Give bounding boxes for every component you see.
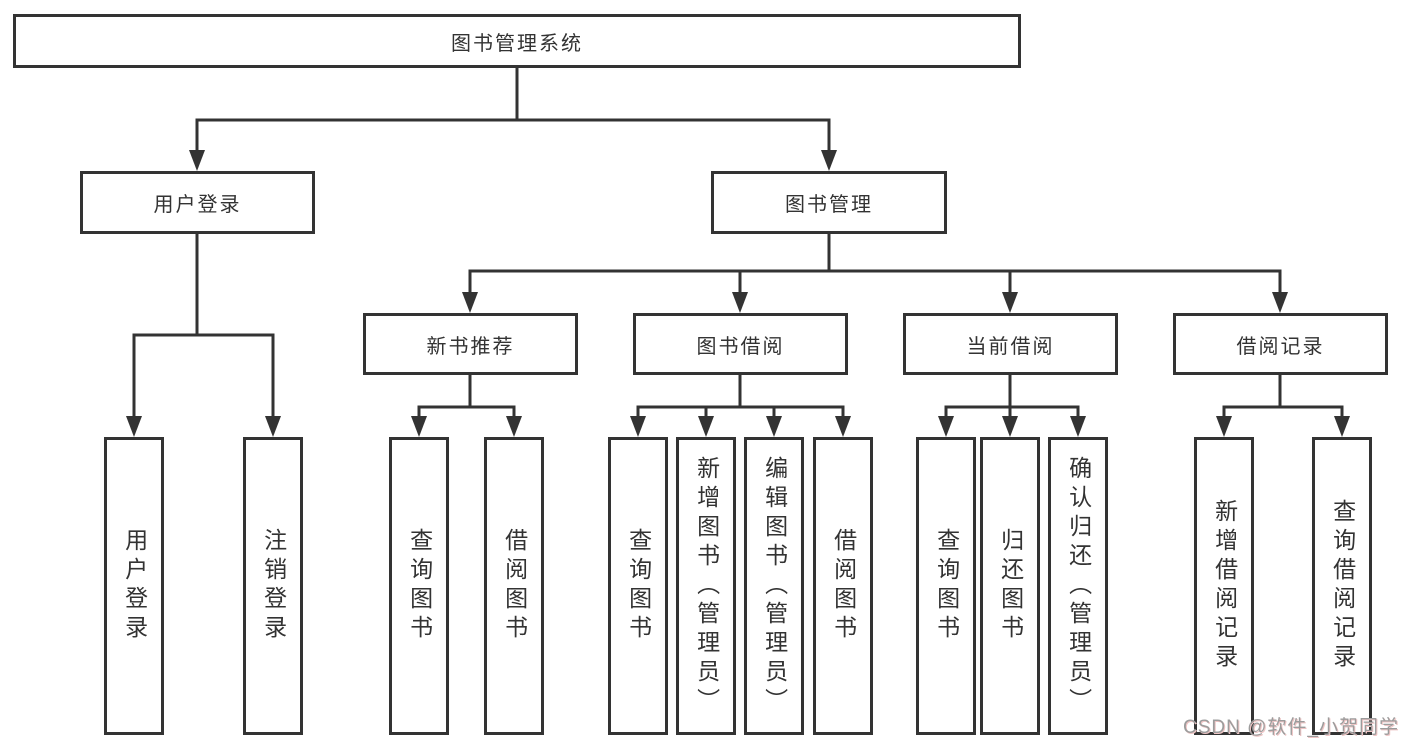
leaf-borrow-books-recommend: 借阅图书 xyxy=(484,437,544,735)
leaf-user-login: 用户登录 xyxy=(104,437,164,735)
leaf-query-borrow-record: 查询借阅记录 xyxy=(1312,437,1372,735)
leaf-borrow-books-label: 借阅图书 xyxy=(830,528,857,644)
node-borrow-records: 借阅记录 xyxy=(1173,313,1388,375)
leaf-logout-label: 注销登录 xyxy=(260,528,287,644)
node-current-borrowing: 当前借阅 xyxy=(903,313,1118,375)
leaf-edit-books-admin: 编辑图书（管理员） xyxy=(744,437,804,735)
leaf-add-borrow-record: 新增借阅记录 xyxy=(1194,437,1254,735)
leaf-query-books-borrowing: 查询图书 xyxy=(608,437,668,735)
leaf-add-borrow-record-label: 新增借阅记录 xyxy=(1211,499,1238,673)
node-library-system-root: 图书管理系统 xyxy=(13,14,1021,68)
leaf-borrow-books-recommend-label: 借阅图书 xyxy=(501,528,528,644)
leaf-return-books: 归还图书 xyxy=(980,437,1040,735)
node-book-borrowing: 图书借阅 xyxy=(633,313,848,375)
leaf-confirm-return-admin: 确认归还（管理员） xyxy=(1048,437,1108,735)
leaf-user-login-label: 用户登录 xyxy=(121,528,148,644)
leaf-query-books-recommend-label: 查询图书 xyxy=(406,528,433,644)
node-user-login: 用户登录 xyxy=(80,171,315,234)
leaf-query-borrow-record-label: 查询借阅记录 xyxy=(1329,499,1356,673)
leaf-query-books-recommend: 查询图书 xyxy=(389,437,449,735)
leaf-query-books-current: 查询图书 xyxy=(916,437,976,735)
leaf-confirm-return-admin-label: 确认归还（管理员） xyxy=(1065,455,1092,717)
node-book-management: 图书管理 xyxy=(711,171,947,234)
node-new-book-recommend: 新书推荐 xyxy=(363,313,578,375)
leaf-return-books-label: 归还图书 xyxy=(997,528,1024,644)
leaf-query-books-borrowing-label: 查询图书 xyxy=(625,528,652,644)
leaf-logout: 注销登录 xyxy=(243,437,303,735)
leaf-add-books-admin: 新增图书（管理员） xyxy=(676,437,736,735)
leaf-query-books-current-label: 查询图书 xyxy=(933,528,960,644)
leaf-add-books-admin-label: 新增图书（管理员） xyxy=(693,455,720,717)
leaf-borrow-books: 借阅图书 xyxy=(813,437,873,735)
leaf-edit-books-admin-label: 编辑图书（管理员） xyxy=(761,455,788,717)
csdn-watermark: CSDN @软件_小贺同学 xyxy=(1183,717,1399,738)
